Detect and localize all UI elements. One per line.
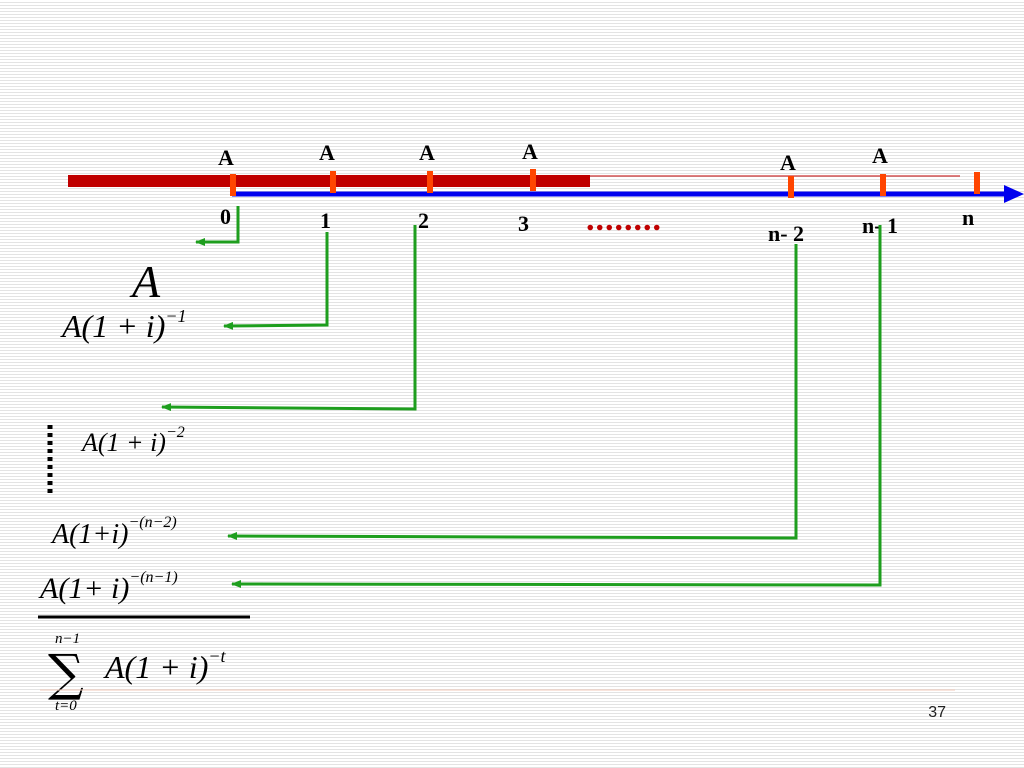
ticks: [230, 169, 980, 198]
term-period-0: A: [129, 256, 161, 307]
term-period-1-exp: −1: [165, 306, 186, 326]
term-period-1: A(1 + i)−1: [60, 306, 187, 344]
payment-label-2: A: [419, 140, 435, 165]
tick-0: [230, 174, 236, 196]
sum-lower-limit: t=0: [55, 698, 77, 714]
tick-n1: [880, 174, 886, 196]
sum-upper-limit: n−1: [55, 631, 80, 647]
term-period-n1: A(1+ i)−(n−1): [38, 569, 178, 605]
term-period-n2: A(1+i)−(n−2): [50, 514, 177, 550]
period-label-n: n: [962, 205, 974, 230]
period-label-2: 2: [418, 208, 429, 233]
tick-n2: [788, 176, 794, 198]
sum-body-base: A(1 + i): [103, 649, 208, 685]
payment-label-1: A: [319, 140, 335, 165]
term-period-2-base: A(1 + i): [80, 428, 166, 457]
period-label-n2: n- 2: [768, 221, 804, 246]
tick-n: [974, 172, 980, 194]
term-period-2: A(1 + i)−2: [80, 424, 185, 457]
period-label-0: 0: [220, 204, 231, 229]
term-period-n1-exp: −(n−1): [129, 569, 177, 586]
term-period-2-exp: −2: [166, 424, 185, 441]
arrow-period-1: [223, 232, 329, 330]
payment-label-n2: A: [780, 150, 796, 175]
payment-label-0: A: [218, 145, 234, 170]
arrow-period-0: [195, 206, 240, 246]
sum-body: A(1 + i)−t: [103, 646, 226, 685]
term-period-1-base: A(1 + i): [60, 308, 165, 344]
period-label-1: 1: [320, 208, 331, 233]
arrow-period-n2: [227, 244, 798, 541]
term-period-n2-base: A(1+i): [50, 519, 128, 550]
axis-ellipsis: ........: [586, 201, 662, 238]
page-number: 37: [928, 704, 946, 721]
payment-label-n1: A: [872, 143, 888, 168]
tick-1: [330, 171, 336, 193]
term-period-n1-base: A(1+ i): [38, 572, 129, 605]
arrow-period-2: [161, 225, 417, 412]
red-bar: [68, 175, 590, 187]
blue-axis-arrowhead: [1004, 185, 1024, 203]
tick-2: [427, 171, 433, 193]
term-period-n2-exp: −(n−2): [128, 514, 176, 531]
arrow-period-n1: [231, 225, 882, 589]
sum-body-exp: −t: [208, 646, 226, 666]
sigma-symbol: ∑: [48, 644, 84, 702]
period-label-3: 3: [518, 211, 529, 236]
payment-label-3: A: [522, 139, 538, 164]
tick-3: [530, 169, 536, 191]
